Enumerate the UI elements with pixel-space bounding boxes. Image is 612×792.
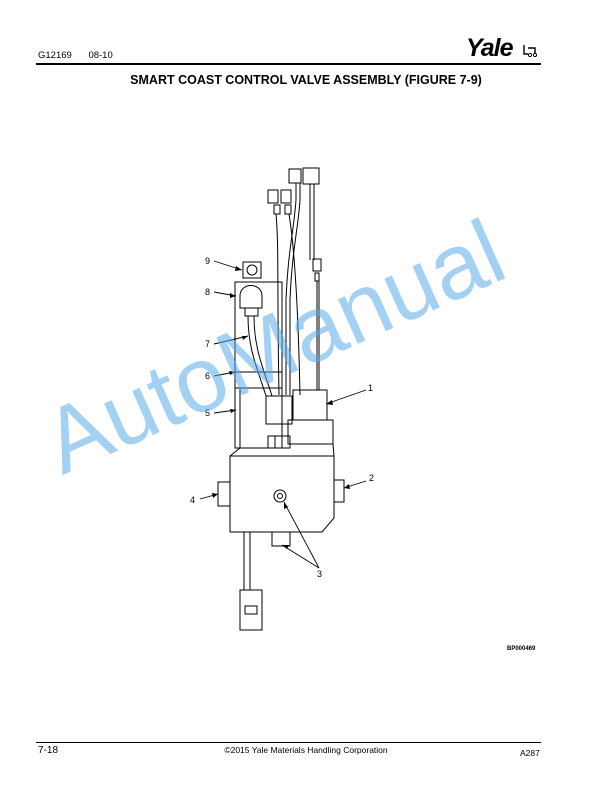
callout-9: 9 (205, 256, 210, 266)
callout-2: 2 (369, 473, 374, 483)
callout-4: 4 (190, 495, 195, 505)
doc-date: 08-10 (88, 50, 113, 61)
forklift-icon (523, 45, 538, 57)
callout-1: 1 (368, 383, 373, 393)
page-number: 7-18 (38, 745, 59, 756)
footer-code: A287 (520, 748, 540, 758)
callout-8: 8 (205, 287, 210, 297)
document-header: G12169 08-10 (38, 50, 127, 61)
doc-number: G12169 (38, 50, 72, 61)
callout-6: 6 (205, 371, 210, 381)
copyright: ©2015 Yale Materials Handling Corporatio… (224, 745, 388, 755)
yale-logo: Yale (466, 34, 514, 62)
header-rule (36, 63, 541, 65)
page-title: SMART COAST CONTROL VALVE ASSEMBLY (FIGU… (130, 73, 482, 87)
footer-rule (36, 742, 541, 743)
callout-5: 5 (205, 408, 210, 418)
callout-7: 7 (205, 339, 210, 349)
callout-3: 3 (317, 569, 322, 579)
figure-code: BP000469 (507, 646, 536, 652)
